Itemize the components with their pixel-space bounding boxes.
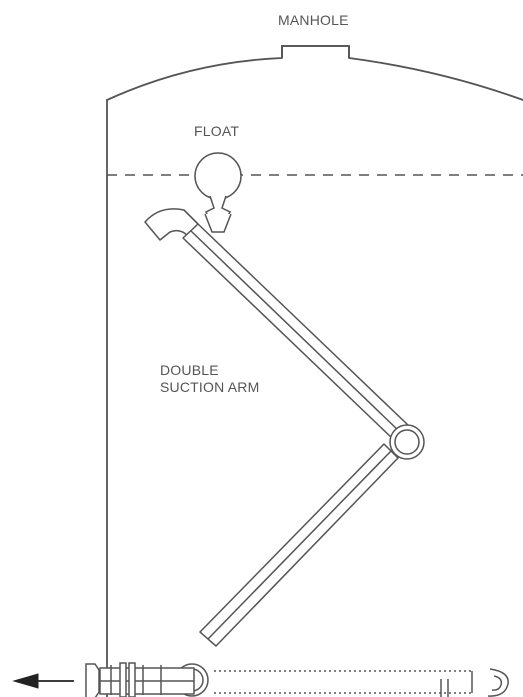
lower-arm-alternate-position [214, 668, 509, 697]
pipe-supports [440, 679, 449, 697]
outlet-nozzle-flange [85, 663, 100, 697]
lower-suction-arm-pipe [199, 443, 399, 647]
suction-arm-label-line-1: DOUBLE [160, 362, 219, 378]
middle-swivel-joint [389, 424, 425, 460]
manhole-nozzle [281, 45, 350, 58]
tank-roof [106, 45, 523, 101]
outlet-flanges [85, 662, 162, 697]
alternate-end-elbow [487, 668, 509, 697]
float-bracket [204, 213, 232, 233]
manhole-label: MANHOLE [278, 12, 349, 28]
flange-ring-1 [119, 662, 127, 697]
flange-ring-2 [128, 662, 136, 697]
double-suction-arm-label: DOUBLE SUCTION ARM [160, 362, 259, 396]
suction-inlet-elbow [144, 208, 199, 241]
suction-arm-label-line-2: SUCTION ARM [160, 379, 260, 395]
float-ball [194, 152, 242, 200]
float-label: FLOAT [194, 123, 240, 139]
float [194, 152, 242, 233]
arrow-left-icon [12, 673, 74, 689]
upper-suction-arm-pipe [182, 223, 410, 441]
manhole [281, 45, 350, 58]
outlet-pipe [99, 667, 195, 695]
